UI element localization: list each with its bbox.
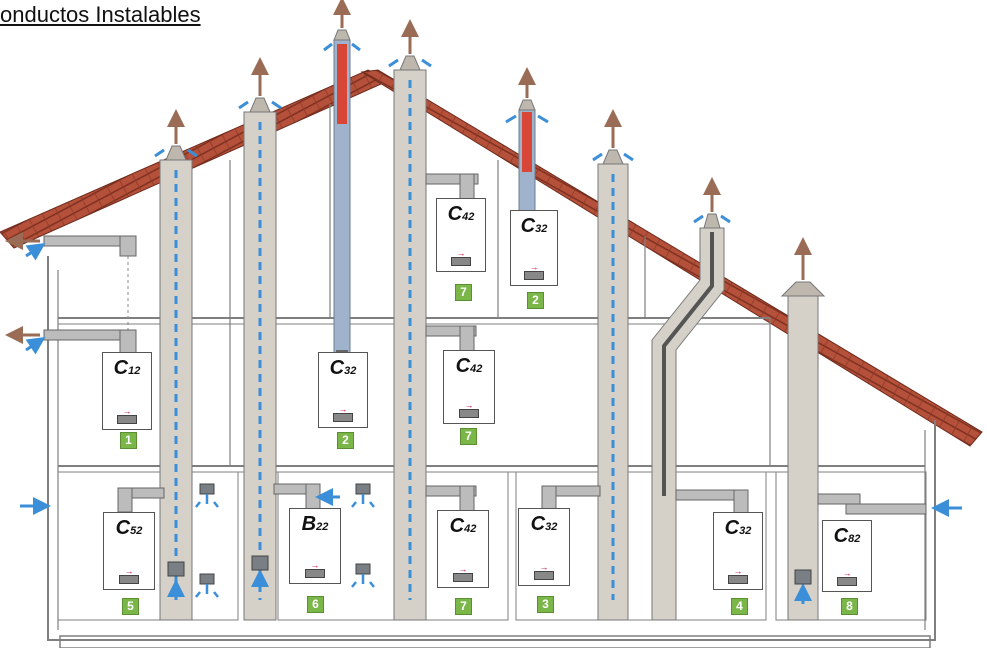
boiler-unit: C42 →: [437, 510, 489, 588]
flow-indicator-icon: →: [310, 560, 320, 570]
installation-type-code: B22: [290, 513, 340, 536]
installation-type-code: C42: [444, 355, 494, 378]
boiler-unit: C52 →: [103, 512, 155, 590]
type-letter: C: [449, 515, 465, 537]
installation-type-code: C32: [519, 513, 569, 536]
type-number: 32: [545, 521, 558, 533]
type-letter: C: [520, 215, 536, 237]
type-letter: C: [447, 203, 463, 225]
type-letter: C: [329, 357, 345, 379]
concentric-flues: [333, 0, 536, 360]
flow-indicator-icon: →: [456, 248, 466, 258]
type-letter: C: [115, 517, 131, 539]
flow-indicator-icon: →: [464, 400, 474, 410]
installation-type-code: C32: [714, 517, 762, 540]
chimney-ducts: [159, 19, 826, 621]
type-letter: C: [530, 513, 546, 535]
roof: [0, 69, 983, 447]
control-panel: [524, 271, 544, 280]
control-panel: [451, 257, 471, 266]
flow-indicator-icon: →: [124, 566, 134, 576]
inlet-arrows: [195, 494, 375, 598]
boiler-unit: C32 →: [518, 508, 570, 586]
installation-number-badge: 7: [455, 598, 472, 615]
boiler-unit: C32 →: [510, 210, 558, 286]
control-panel: [728, 575, 748, 584]
installation-number-badge: 7: [460, 428, 477, 445]
control-panel: [333, 413, 353, 422]
flow-indicator-icon: →: [338, 404, 348, 414]
boiler-unit: C82 →: [822, 520, 872, 592]
installation-type-code: C32: [319, 357, 367, 380]
installation-number-badge: 8: [841, 598, 858, 615]
installation-number-badge: 2: [337, 432, 354, 449]
installation-number-badge: 2: [527, 292, 544, 309]
installation-type-code: C82: [823, 525, 871, 548]
type-number: 22: [316, 521, 329, 533]
installation-number-badge: 3: [537, 596, 554, 613]
installation-number-badge: 7: [455, 284, 472, 301]
boiler-unit: C12 →: [102, 352, 152, 430]
control-panel: [305, 569, 325, 578]
type-number: 42: [470, 363, 483, 375]
type-letter: C: [455, 355, 471, 377]
installation-type-code: C12: [103, 357, 151, 380]
air-flow-arrows: [5, 42, 962, 604]
diagram-title: onductos Instalables: [0, 2, 201, 27]
boiler-unit: C42 →: [443, 350, 495, 424]
boiler-unit: C32 →: [318, 352, 368, 428]
installation-type-code: C32: [511, 215, 557, 238]
ventilation-grilles: [167, 483, 812, 585]
installation-number-badge: 5: [122, 598, 139, 615]
type-number: 52: [130, 525, 143, 537]
type-number: 32: [739, 525, 752, 537]
control-panel: [119, 575, 139, 584]
flow-indicator-icon: →: [842, 568, 852, 578]
type-letter: C: [113, 357, 129, 379]
control-panel: [837, 577, 857, 586]
type-number: 12: [128, 365, 141, 377]
installation-number-badge: 6: [307, 596, 324, 613]
control-panel: [459, 409, 479, 418]
flow-indicator-icon: →: [539, 562, 549, 572]
control-panel: [534, 571, 554, 580]
type-number: 32: [344, 365, 357, 377]
type-number: 42: [462, 211, 475, 223]
type-number: 82: [848, 533, 861, 545]
control-panel: [453, 573, 473, 582]
installation-type-code: C42: [438, 515, 488, 538]
control-panel: [117, 415, 137, 424]
boiler-unit: B22 →: [289, 508, 341, 584]
type-number: 32: [535, 223, 548, 235]
connector-pipes: [43, 173, 927, 517]
type-letter: C: [724, 517, 740, 539]
boiler-unit: C32 →: [713, 512, 763, 590]
flow-indicator-icon: →: [122, 406, 132, 416]
flow-indicator-icon: →: [733, 566, 743, 576]
installation-number-badge: 4: [731, 598, 748, 615]
type-letter: C: [833, 525, 849, 547]
installation-type-code: C52: [104, 517, 154, 540]
installation-number-badge: 1: [120, 432, 137, 449]
boiler-unit: C42 →: [436, 198, 486, 272]
type-number: 42: [464, 523, 477, 535]
flow-indicator-icon: →: [529, 262, 539, 272]
installation-type-code: C42: [437, 203, 485, 226]
type-letter: B: [301, 513, 317, 535]
flow-indicator-icon: →: [458, 564, 468, 574]
